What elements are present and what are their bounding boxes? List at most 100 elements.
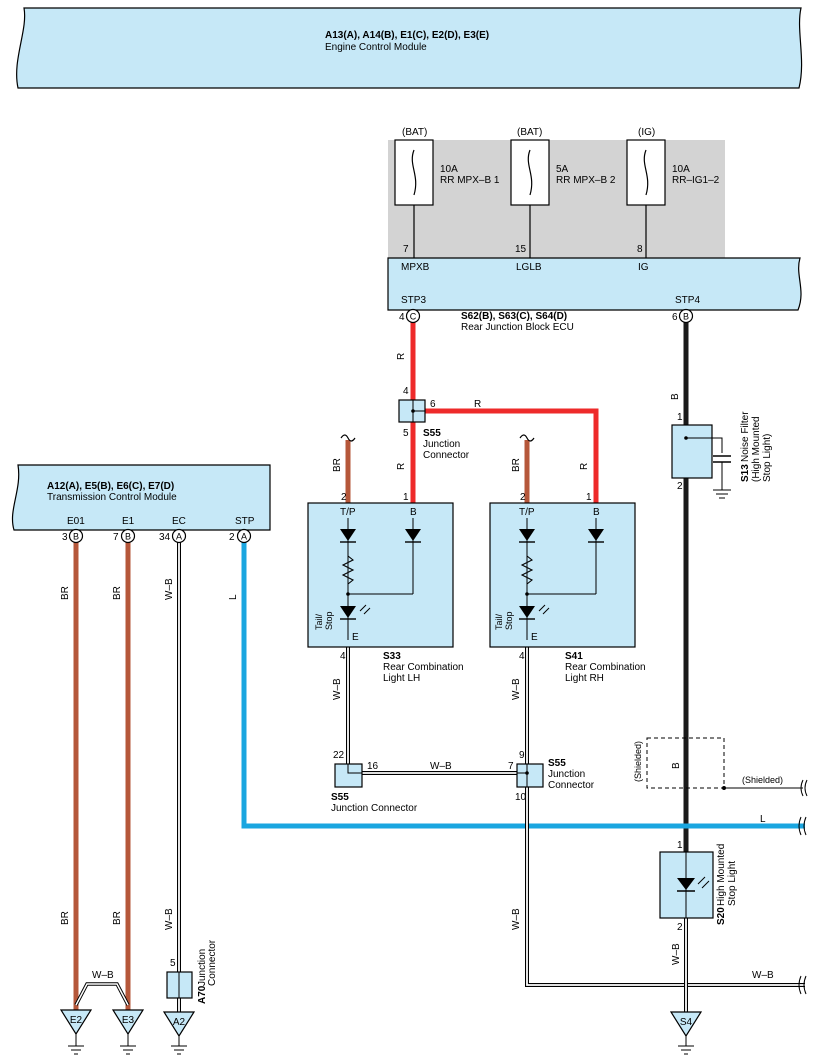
svg-text:Light LH: Light LH [383,673,420,684]
transmission-control-module: A12(A), E5(B), E6(C), E7(D) Transmission… [11,464,271,531]
svg-text:(Shielded): (Shielded) [742,775,783,785]
svg-text:IG: IG [638,262,649,273]
junction-connector-s55-top: 4 6 5 S55 Junction Connector [398,386,470,461]
resistor-icon [341,555,355,585]
svg-text:7: 7 [508,761,514,772]
rjb-codes: S62(B), S63(C), S64(D) [461,311,567,322]
svg-text:Connector: Connector [207,939,218,986]
svg-text:W–B: W–B [164,908,175,930]
svg-text:S55: S55 [548,758,566,769]
svg-text:8: 8 [637,244,643,255]
svg-text:Tail/: Tail/ [494,613,504,630]
svg-text:W–B: W–B [332,678,343,700]
fuse-source: (IG) [638,127,655,138]
terminal-e1: B 7 [113,528,136,544]
svg-text:2: 2 [229,532,235,543]
svg-text:RR MPX–B 1: RR MPX–B 1 [440,175,500,186]
svg-text:2: 2 [520,492,526,503]
svg-text:W–B: W–B [164,578,175,600]
svg-text:Connector: Connector [423,450,470,461]
svg-text:S33: S33 [383,651,401,662]
svg-text:2: 2 [341,492,347,503]
svg-text:T/P: T/P [519,507,535,518]
wire-wb [526,782,805,986]
svg-text:34: 34 [159,532,171,543]
shield-box [646,737,725,789]
svg-text:RR MPX–B 2: RR MPX–B 2 [556,175,616,186]
svg-text:2: 2 [677,481,683,492]
wire-l [241,542,805,829]
diode-icon [340,529,356,541]
svg-text:BR: BR [332,458,343,472]
svg-text:5: 5 [170,958,176,969]
svg-text:W–B: W–B [511,908,522,930]
svg-text:9: 9 [519,750,525,761]
svg-text:3: 3 [62,532,68,543]
ecm-name: Engine Control Module [325,42,427,53]
svg-text:W–B: W–B [511,678,522,700]
svg-text:BR: BR [112,911,123,925]
svg-text:R: R [396,463,407,470]
svg-text:R: R [474,399,481,410]
svg-text:1: 1 [677,412,683,423]
svg-text:Stop: Stop [504,611,514,630]
svg-text:4: 4 [403,386,409,397]
junction-connector-s55-left: 22 16 S55 Junction Connector [331,750,418,814]
svg-text:BR: BR [511,458,522,472]
svg-text:B: B [410,507,417,518]
svg-text:High Mounted: High Mounted [716,844,727,906]
svg-text:B: B [683,312,689,322]
svg-text:W–B: W–B [671,943,682,965]
svg-text:Light RH: Light RH [565,673,604,684]
svg-text:E: E [352,632,359,643]
fuse-icon [643,149,649,196]
svg-text:LGLB: LGLB [516,262,542,273]
svg-text:15: 15 [515,244,527,255]
rear-junction-block-ecu: MPXB LGLB IG STP3 STP4 S62(B), S63(C), S… [387,257,802,333]
svg-text:A: A [176,532,182,542]
svg-text:10A: 10A [672,164,690,175]
diode-icon [519,529,535,541]
svg-text:4: 4 [519,651,525,662]
svg-text:Noise Filter: Noise Filter [740,411,751,462]
svg-text:(High Mounted: (High Mounted [751,416,762,482]
rjb-name: Rear Junction Block ECU [461,322,574,333]
diode-icon [588,529,604,541]
svg-text:B: B [671,762,682,769]
junction-connector-s55-right: 9 7 10 S55 Junction Connector [508,750,595,803]
svg-text:7: 7 [403,244,409,255]
svg-text:Stop: Stop [324,611,334,630]
svg-text:STP: STP [235,516,255,527]
high-mounted-stop-light-s20: 1 2 S20 High Mounted Stop Light [659,840,738,933]
svg-text:B: B [593,507,600,518]
svg-text:1: 1 [677,840,683,851]
tcm-codes: A12(A), E5(B), E6(C), E7(D) [47,481,174,492]
diode-icon [405,529,421,541]
noise-filter-s13: 1 2 S13 Noise Filter (High Mounted Stop … [671,411,773,499]
svg-text:MPXB: MPXB [401,262,430,273]
rear-combination-light-lh: 2 1 T/P B Tail/ Stop E 4 S33 Rear Combin… [307,492,464,684]
svg-text:R: R [396,353,407,360]
svg-text:W–B: W–B [430,761,452,772]
svg-text:Rear Combination: Rear Combination [383,662,464,673]
svg-text:10A: 10A [440,164,458,175]
svg-text:S4: S4 [680,1017,693,1028]
engine-control-module: A13(A), A14(B), E1(C), E2(D), E3(E) Engi… [16,7,803,89]
svg-text:BR: BR [60,586,71,600]
svg-text:22: 22 [333,750,345,761]
svg-text:B: B [125,532,131,542]
fuse-rr-mpx-b2: (BAT) 5A RR MPX–B 2 15 [510,127,616,258]
svg-text:S55: S55 [331,792,349,803]
svg-text:E: E [531,632,538,643]
svg-text:E2: E2 [70,1015,83,1026]
svg-text:Connector: Connector [548,780,595,791]
svg-text:L: L [228,594,239,600]
fuse-rr-mpx-b1: (BAT) 10A RR MPX–B 1 7 [394,127,500,258]
svg-text:S20: S20 [716,907,727,925]
svg-text:Stop Light): Stop Light) [762,434,773,482]
svg-text:(Shielded): (Shielded) [633,741,643,782]
rear-combination-light-rh: 2 1 T/P B Tail/ Stop E 4 S41 Rear Combin… [489,492,646,684]
svg-text:Junction: Junction [548,769,585,780]
svg-text:A: A [241,532,247,542]
svg-text:A70: A70 [197,985,208,1004]
